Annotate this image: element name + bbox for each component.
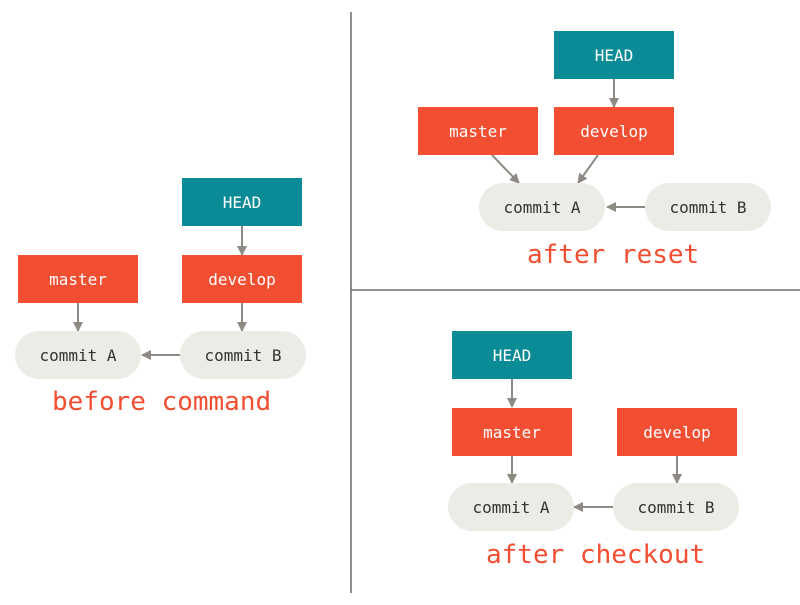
before-develop-branch: develop <box>182 255 302 303</box>
checkout-develop-branch: develop <box>617 408 737 456</box>
before-commit-b: commit B <box>180 331 306 379</box>
before-commit-a: commit A <box>15 331 141 379</box>
reset-head-label: HEAD <box>554 31 674 79</box>
checkout-master-branch: master <box>452 408 572 456</box>
checkout-commit-a: commit A <box>448 483 574 531</box>
arrow-reset-develop-to-commit-a <box>577 154 599 184</box>
before-caption: before command <box>52 387 272 417</box>
reset-commit-a: commit A <box>479 183 605 231</box>
checkout-caption: after checkout <box>486 540 706 570</box>
checkout-commit-b: commit B <box>613 483 739 531</box>
before-master-branch: master <box>18 255 138 303</box>
before-head-label: HEAD <box>182 178 302 226</box>
reset-master-branch: master <box>418 107 538 155</box>
arrow-reset-master-to-commit-a <box>491 154 520 184</box>
reset-commit-b: commit B <box>645 183 771 231</box>
checkout-head-label: HEAD <box>452 331 572 379</box>
reset-caption: after reset <box>527 240 700 270</box>
reset-develop-branch: develop <box>554 107 674 155</box>
